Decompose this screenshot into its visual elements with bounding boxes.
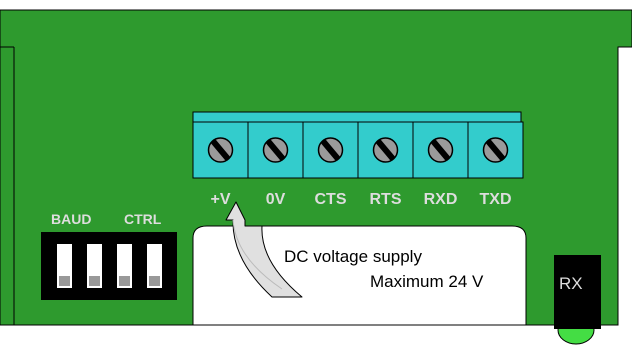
terminal-label: +V (210, 191, 230, 208)
callout-line-1: DC voltage supply (284, 247, 422, 266)
screw-icon (482, 137, 509, 163)
screw-icon (427, 137, 454, 163)
screw-icon (207, 137, 234, 163)
screw-icon (262, 137, 289, 163)
callout-line-2: Maximum 24 V (370, 272, 484, 291)
terminal-label: RTS (370, 191, 402, 208)
terminal-label: CTS (315, 191, 347, 208)
curved-arrow-icon (225, 201, 303, 298)
rx-label: RX (559, 274, 583, 293)
callout-cutout (192, 225, 527, 326)
ctrl-label: CTRL (124, 211, 162, 227)
rx-led-housing (554, 255, 601, 329)
baud-label: BAUD (51, 211, 91, 227)
terminal-block (192, 111, 524, 179)
terminal-label: TXD (480, 191, 512, 208)
dip-switch-2[interactable] (87, 244, 102, 288)
terminal-label: 0V (266, 191, 286, 208)
terminal-label: RXD (424, 191, 458, 208)
dip-switch-3[interactable] (117, 244, 132, 288)
dip-switch-1[interactable] (57, 244, 72, 288)
rx-led: RX (554, 255, 601, 345)
screw-icon (317, 137, 344, 163)
terminal-block-rail (192, 111, 522, 123)
screw-icon (372, 137, 399, 163)
dip-switch-4[interactable] (147, 244, 162, 288)
dip-switch: BAUD CTRL (41, 211, 177, 300)
